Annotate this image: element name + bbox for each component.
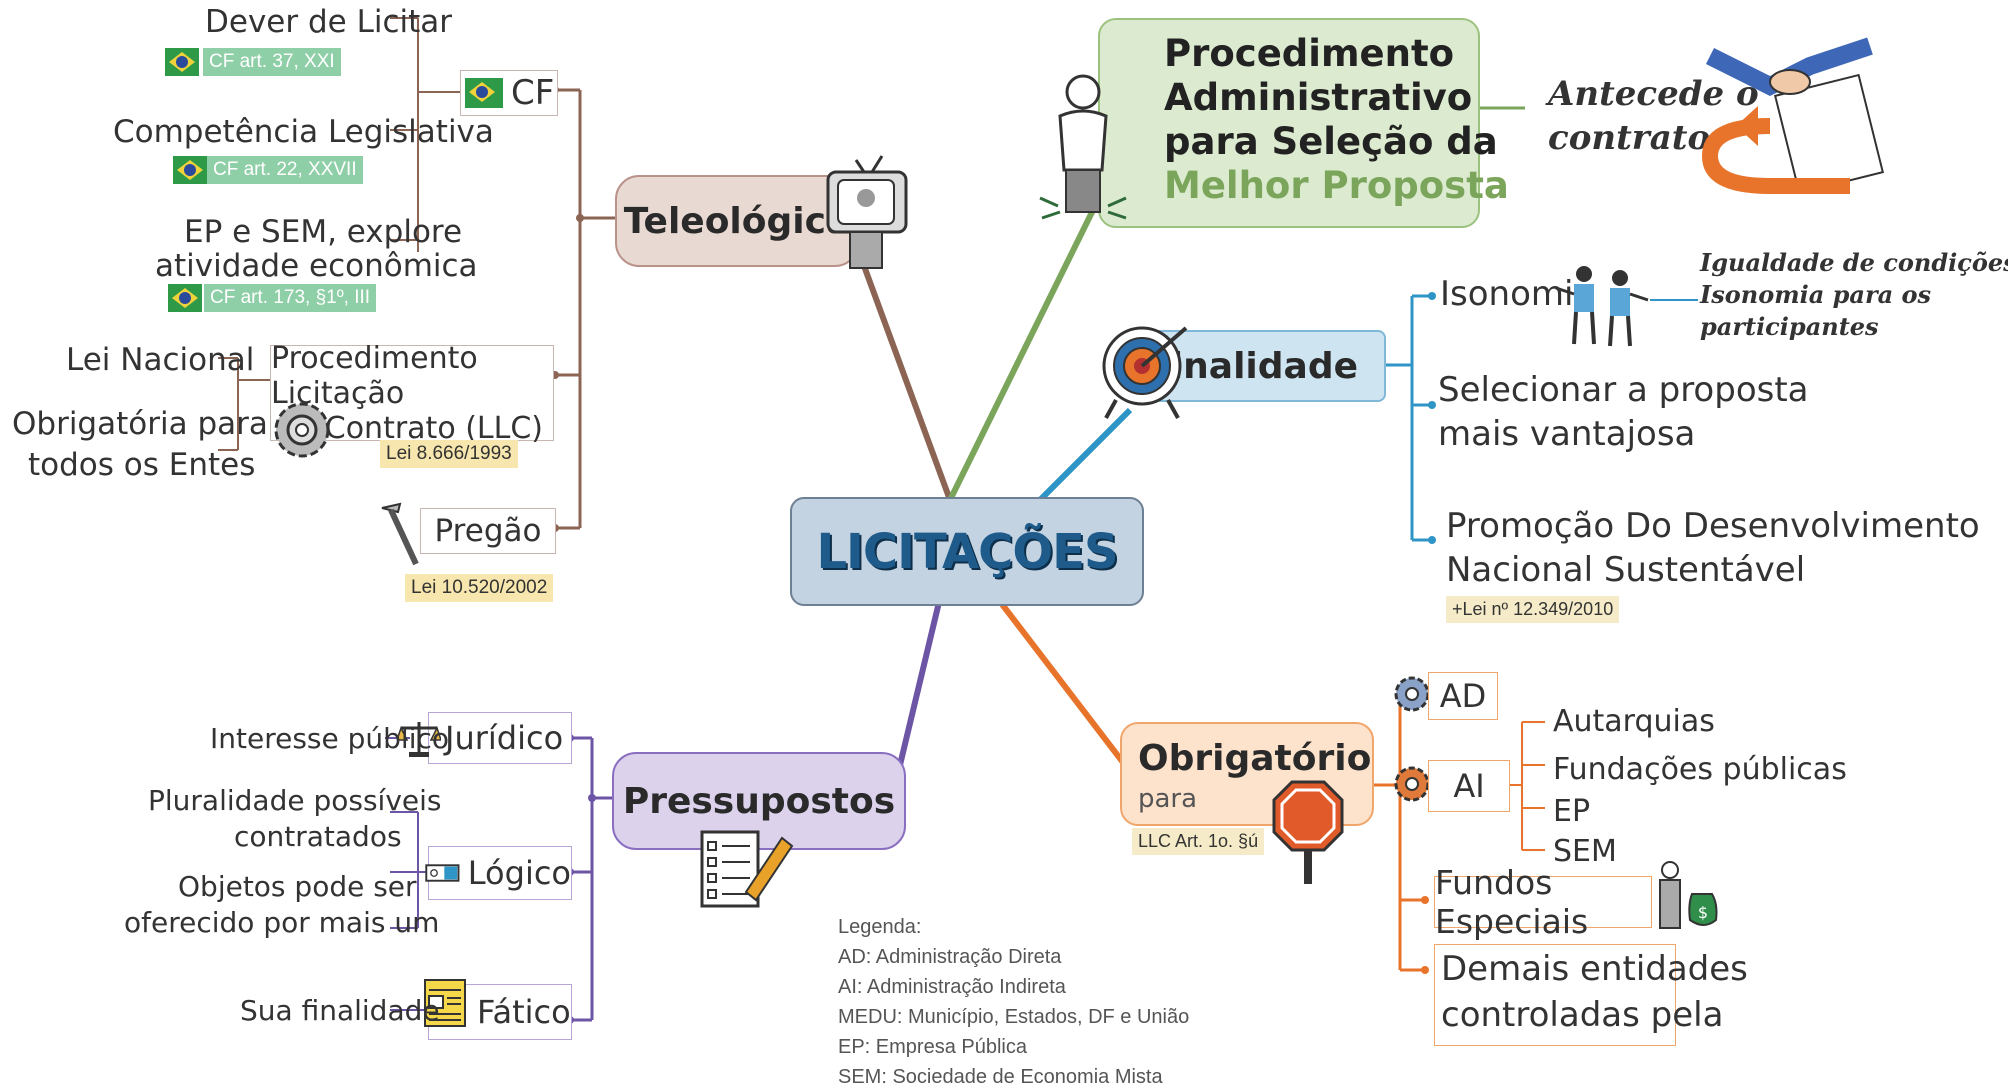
llc-label-line2: e Contrato (LLC) [296,410,543,446]
checklist-icon [700,830,794,908]
ai-item-sem: SEM [1553,834,1617,869]
gear-icon [274,402,330,458]
finalidade-selecionar-line2: mais vantajosa [1438,414,1696,454]
switch-icon [425,864,460,882]
teleologica-node[interactable]: Teleológica [615,175,859,267]
nail-icon [381,502,419,566]
logico-item2-line2: oferecido por mais um [124,906,440,939]
brazil-flag-icon [165,48,199,76]
obrigatorio-subtitle: para [1138,784,1198,814]
teleologica-title: Teleológica [623,200,851,242]
gear-small-icon [1394,766,1430,802]
ai-item-fundacoes: Fundações públicas [1553,752,1847,787]
fundos-node[interactable]: Fundos Especiais [1434,863,1652,941]
llc-item-obrigatoria-line2: todos os Entes [28,447,256,483]
scales-icon [397,722,441,757]
fatico-node[interactable]: Fático [424,979,572,1040]
demais-node[interactable]: Demais entidades controladas pela [1434,944,1748,1046]
logico-item2-line1: Objetos pode ser [178,870,417,903]
legend-line: AD: Administração Direta [838,946,1062,968]
finalidade-promocao-ref: +Lei nº 12.349/2010 [1446,596,1620,623]
juridico-item: Interesse público [210,722,450,755]
finalidade-isonomia: Isonomia [1440,274,1595,314]
cf-item-dever-licitar: Dever de Licitar [205,4,453,40]
logico-label: Lógico [467,854,571,892]
procedimento-line3: para Seleção da [1164,120,1498,163]
legend: Legenda: AD: Administração Direta AI: Ad… [838,912,1189,1092]
cf-item-ep-sem-line1: EP e SEM, explore [184,214,463,250]
procedimento-node[interactable]: Procedimento Administrativo para Seleção… [1098,18,1509,228]
svg-text:$: $ [1698,903,1708,922]
newspaper-icon [424,979,466,1027]
legend-line: AI: Administração Indireta [838,976,1066,998]
cf-item-competencia: Competência Legislativa [113,114,494,150]
fatico-item: Sua finalidade [240,994,440,1027]
finalidade-promocao-line1: Promoção Do Desenvolvimento [1446,506,1980,546]
logico-item1-line2: contratados [234,820,402,853]
cf-node[interactable]: CF [460,70,558,116]
two-people-icon [1555,266,1649,347]
legend-line: MEDU: Município, Estados, DF e União [838,1006,1190,1028]
procedimento-line1: Procedimento [1164,32,1455,75]
branch-procedimento [947,198,1101,502]
procedimento-line2: Administrativo [1164,76,1473,119]
demais-line1: Demais entidades [1441,949,1748,989]
procedimento-note-line1: Antecede o [1548,74,1759,114]
pregao-ref: Lei 10.520/2002 [405,574,554,602]
center-node[interactable]: LICITAÇÕES [790,497,1144,606]
brazil-flag-icon [465,78,503,108]
llc-item-lei-nacional: Lei Nacional [66,342,255,378]
cf-item-ep-sem-line2: atividade econômica [155,248,478,284]
isonomia-note-line2: Isonomia para os [1700,280,1932,309]
thinking-person-icon [1039,74,1127,220]
fatico-label: Fático [477,993,571,1031]
isonomia-note-line1: Igualdade de condições [1700,248,2008,277]
cf-ref-173: CF art. 173, §1º, III [204,284,377,312]
juridico-node[interactable]: Jurídico [397,712,572,764]
brazil-flag-icon [173,156,207,184]
legend-line: EP: Empresa Pública [838,1036,1027,1058]
ai-node[interactable]: AI [1428,760,1510,812]
branch-teleologica [857,253,953,502]
center-title: LICITAÇÕES [816,523,1118,580]
cf-ref-37: CF art. 37, XXI [203,48,341,76]
obrigatorio-ref: LLC Art. 1o. §ú [1132,828,1265,855]
handshake-contract-icon [1701,37,1885,195]
isonomia-note-line3: participantes [1700,312,1879,341]
cf-label: CF [511,73,555,113]
llc-ref: Lei 8.666/1993 [380,440,518,468]
ad-label: AD [1439,677,1487,715]
finalidade-selecionar-line1: Selecionar a proposta [1438,370,1809,410]
legend-line: SEM: Sociedade de Economia Mista [838,1066,1163,1088]
llc-item-obrigatoria-line1: Obrigatória para [12,406,268,442]
branch-obrigatorio [992,593,1128,767]
obrigatorio-title: Obrigatório [1138,738,1372,779]
ad-node[interactable]: AD [1428,672,1498,720]
cf-ref-22: CF art. 22, XXVII [207,156,363,184]
logico-item1-line1: Pluralidade possíveis [148,784,442,817]
branch-pressupostos [897,597,943,766]
logico-node[interactable]: Lógico [425,846,572,900]
ai-item-ep: EP [1553,794,1591,829]
procedimento-line4: Melhor Proposta [1164,164,1509,207]
procedimento-note-line2: contrato [1548,118,1711,158]
legend-title: Legenda: [838,916,922,938]
ai-item-autarquias: Autarquias [1553,704,1715,739]
ai-label: AI [1453,767,1485,805]
pressupostos-node[interactable]: Pressupostos [612,752,906,850]
juridico-label: Jurídico [445,719,564,757]
finalidade-title: Finalidade [1146,345,1358,387]
stop-sign-icon [1272,780,1344,884]
tv-person-icon [826,155,908,269]
pregao-label: Pregão [434,513,542,549]
fundos-label: Fundos Especiais [1435,863,1589,941]
money-bag-icon: $ [1659,861,1718,929]
pregao-node[interactable]: Pregão [420,508,556,554]
demais-line2: controladas pela [1441,995,1724,1035]
pressupostos-title: Pressupostos [622,780,896,822]
brazil-flag-icon [168,284,202,312]
branch-finalidade [1037,407,1133,503]
target-icon [1102,326,1188,419]
finalidade-promocao-line2: Nacional Sustentável [1446,550,1806,590]
